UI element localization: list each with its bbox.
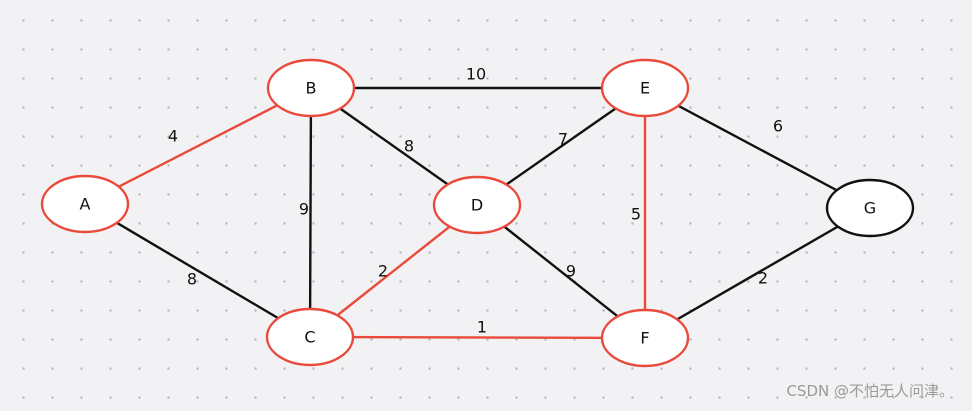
edge-weight-b-d: 8 (404, 137, 414, 156)
weights-layer: 4 8 10 8 9 2 1 7 9 5 6 2 (168, 65, 783, 337)
node-label-f: F (640, 329, 649, 348)
node-shape-d (432, 175, 522, 235)
edge-a-c (84, 202, 311, 339)
node-d: D (432, 175, 522, 235)
edge-weight-e-g: 6 (773, 117, 783, 136)
edge-weight-d-f: 9 (566, 262, 576, 281)
node-shape-c (265, 307, 355, 367)
node-f: F (600, 308, 690, 368)
edge-weight-c-d: 2 (378, 262, 388, 281)
node-label-e: E (640, 79, 650, 98)
node-label-c: C (304, 328, 315, 347)
edge-weight-c-f: 1 (477, 318, 487, 337)
nodes-layer: A B C D E F G (40, 58, 915, 368)
node-label-a: A (80, 195, 91, 214)
node-c: C (265, 307, 355, 367)
edge-weight-d-e: 7 (558, 130, 568, 149)
edge-b-c (308, 87, 313, 338)
edge-weight-a-c: 8 (187, 270, 197, 289)
node-b: B (266, 58, 356, 118)
node-shape-g (825, 178, 915, 238)
node-shape-a (40, 174, 130, 234)
edge-weight-b-e: 10 (466, 65, 486, 84)
edge-e-g (644, 86, 871, 210)
node-label-b: B (306, 79, 317, 98)
node-label-g: G (864, 199, 876, 218)
edge-f-g (644, 206, 871, 340)
node-shape-e (600, 58, 690, 118)
node-g: G (825, 178, 915, 238)
node-shape-f (600, 308, 690, 368)
node-a: A (40, 174, 130, 234)
edge-weight-b-c: 9 (299, 200, 309, 219)
edge-a-b (84, 86, 312, 206)
edge-weight-a-b: 4 (168, 127, 178, 146)
node-e: E (600, 58, 690, 118)
watermark: CSDN @不怕无人问津。 (786, 382, 954, 400)
edge-weight-f-g: 2 (758, 269, 768, 288)
edge-c-f (309, 335, 646, 340)
edge-weight-e-f: 5 (631, 205, 641, 224)
node-shape-b (266, 58, 356, 118)
node-label-d: D (471, 196, 483, 215)
